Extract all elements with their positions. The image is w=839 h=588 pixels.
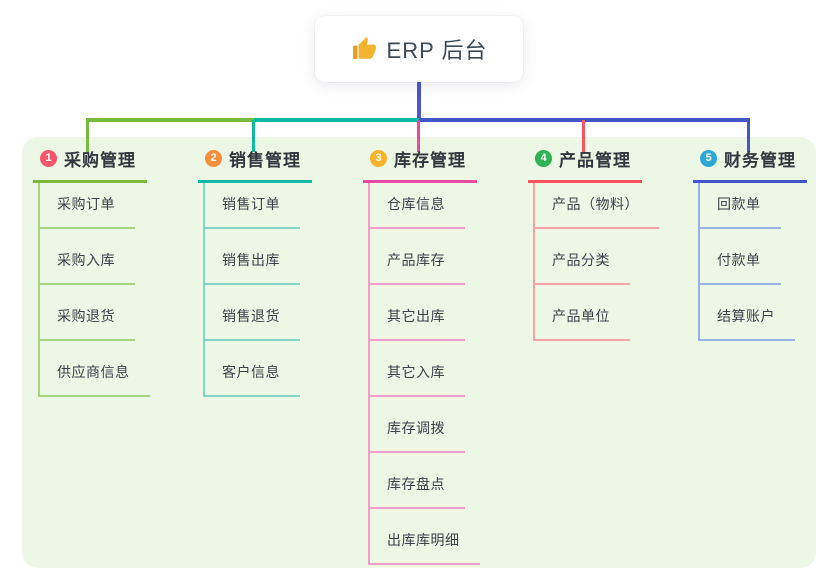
root-node-title: ERP 后台 bbox=[386, 38, 488, 63]
branch-drop-connector-1 bbox=[86, 120, 89, 152]
branch-item: 其它入库 bbox=[370, 341, 480, 397]
branch-header-product[interactable]: 4 产品管理 bbox=[528, 146, 642, 183]
branch-header-purchase[interactable]: 1 采购管理 bbox=[33, 146, 147, 183]
branch-item: 产品（物料） bbox=[535, 183, 659, 229]
branch-item-label[interactable]: 采购入库 bbox=[40, 250, 135, 285]
connector-bar-middle bbox=[254, 118, 419, 122]
connector-bar-left bbox=[86, 118, 254, 122]
branch-item-list: 回款单付款单结算账户 bbox=[698, 183, 795, 341]
branch-item-label[interactable]: 供应商信息 bbox=[40, 362, 150, 397]
branch-badge: 2 bbox=[205, 150, 222, 167]
branch-drop-connector-5 bbox=[747, 120, 750, 152]
branch-item-label[interactable]: 库存盘点 bbox=[370, 474, 465, 509]
branch-title: 采购管理 bbox=[64, 151, 136, 170]
branch-item-label[interactable]: 库存调拨 bbox=[370, 418, 465, 453]
branch-item: 销售出库 bbox=[205, 229, 300, 285]
branch-drop-connector-3 bbox=[417, 120, 420, 152]
branch-item-label[interactable]: 付款单 bbox=[700, 250, 781, 285]
branch-item: 供应商信息 bbox=[40, 341, 150, 397]
branch-header-inventory[interactable]: 3 库存管理 bbox=[363, 146, 477, 183]
branch-item-label[interactable]: 销售退货 bbox=[205, 306, 300, 341]
branch-item-label[interactable]: 产品单位 bbox=[535, 306, 630, 341]
branch-item: 回款单 bbox=[700, 183, 795, 229]
branch-item: 产品库存 bbox=[370, 229, 480, 285]
branch-item-list: 仓库信息产品库存其它出库其它入库库存调拨库存盘点出库库明细 bbox=[368, 183, 480, 565]
branch-item-label[interactable]: 结算账户 bbox=[700, 306, 795, 341]
branch-sales: 2 销售管理 销售订单销售出库销售退货客户信息 bbox=[198, 146, 312, 397]
branch-item: 采购退货 bbox=[40, 285, 150, 341]
branch-item-label[interactable]: 出库库明细 bbox=[370, 530, 480, 565]
branch-item: 库存调拨 bbox=[370, 397, 480, 453]
branch-item: 产品单位 bbox=[535, 285, 659, 341]
branch-item: 产品分类 bbox=[535, 229, 659, 285]
branch-badge: 1 bbox=[40, 150, 57, 167]
branch-badge: 5 bbox=[700, 150, 717, 167]
branch-item-label[interactable]: 销售出库 bbox=[205, 250, 300, 285]
branch-item-label[interactable]: 产品（物料） bbox=[535, 194, 659, 229]
branch-item-label[interactable]: 采购退货 bbox=[40, 306, 135, 341]
branch-item: 库存盘点 bbox=[370, 453, 480, 509]
branch-title: 库存管理 bbox=[394, 151, 466, 170]
branch-item: 采购入库 bbox=[40, 229, 150, 285]
branch-item-list: 产品（物料） 产品分类产品单位 bbox=[533, 183, 659, 341]
branch-inventory: 3 库存管理 仓库信息产品库存其它出库其它入库库存调拨库存盘点出库库明细 bbox=[363, 146, 480, 565]
branch-finance: 5 财务管理 回款单付款单结算账户 bbox=[693, 146, 807, 341]
branch-header-sales[interactable]: 2 销售管理 bbox=[198, 146, 312, 183]
branch-item-label[interactable]: 采购订单 bbox=[40, 194, 135, 229]
branch-title: 产品管理 bbox=[559, 151, 631, 170]
branch-item-label[interactable]: 产品库存 bbox=[370, 250, 465, 285]
branch-item-label[interactable]: 其它入库 bbox=[370, 362, 465, 397]
branch-item: 销售订单 bbox=[205, 183, 300, 229]
root-stem-connector bbox=[417, 80, 421, 120]
branch-item-label[interactable]: 产品分类 bbox=[535, 250, 630, 285]
branch-item-label[interactable]: 销售订单 bbox=[205, 194, 300, 229]
branch-product: 4 产品管理 产品（物料） 产品分类产品单位 bbox=[528, 146, 659, 341]
branch-item: 出库库明细 bbox=[370, 509, 480, 565]
branch-item-label[interactable]: 其它出库 bbox=[370, 306, 465, 341]
branch-header-finance[interactable]: 5 财务管理 bbox=[693, 146, 807, 183]
branch-title: 销售管理 bbox=[229, 151, 301, 170]
branch-item-label[interactable]: 回款单 bbox=[700, 194, 781, 229]
branch-badge: 4 bbox=[535, 150, 552, 167]
branch-drop-connector-2 bbox=[252, 120, 255, 152]
branches-panel bbox=[22, 137, 816, 568]
branch-item: 结算账户 bbox=[700, 285, 795, 341]
branch-item: 客户信息 bbox=[205, 341, 300, 397]
branch-badge: 3 bbox=[370, 150, 387, 167]
branch-drop-connector-4 bbox=[582, 120, 585, 152]
branch-item: 仓库信息 bbox=[370, 183, 480, 229]
branch-title: 财务管理 bbox=[724, 151, 796, 170]
thumbs-up-icon bbox=[352, 37, 376, 59]
branch-item-label[interactable]: 仓库信息 bbox=[370, 194, 465, 229]
branch-item: 采购订单 bbox=[40, 183, 150, 229]
branch-item: 付款单 bbox=[700, 229, 795, 285]
branch-item: 销售退货 bbox=[205, 285, 300, 341]
root-node[interactable]: ERP 后台 bbox=[315, 16, 523, 82]
branch-purchase: 1 采购管理 采购订单采购入库采购退货供应商信息 bbox=[33, 146, 150, 397]
branch-item-list: 采购订单采购入库采购退货供应商信息 bbox=[38, 183, 150, 397]
branch-item: 其它出库 bbox=[370, 285, 480, 341]
branch-item-label[interactable]: 客户信息 bbox=[205, 362, 300, 397]
branch-item-list: 销售订单销售出库销售退货客户信息 bbox=[203, 183, 300, 397]
